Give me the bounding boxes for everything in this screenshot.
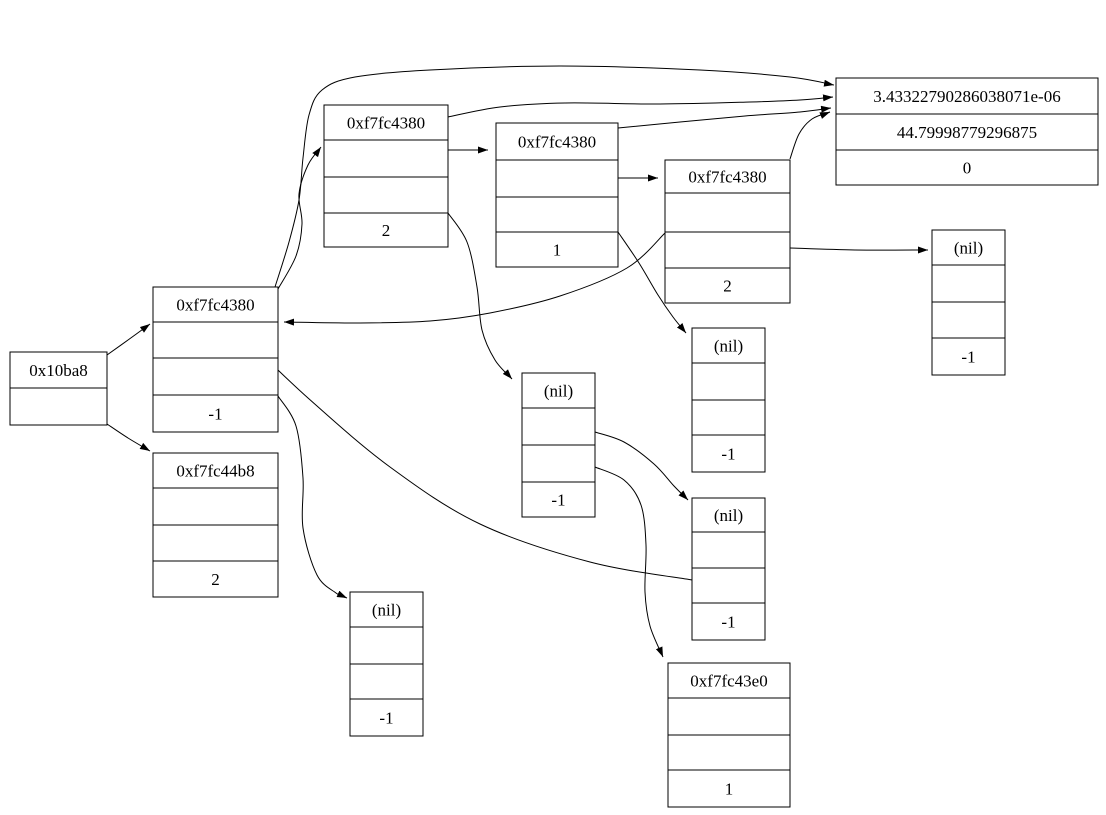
edge-n4380b-to-nfloat: [617, 105, 832, 129]
edge-nleft4380-to-nfloat: [274, 65, 835, 288]
node-niltr: (nil) -1: [931, 229, 1006, 376]
node-field-value: -1: [551, 491, 565, 510]
node-title: 3.43322790286038071e-06: [873, 87, 1060, 106]
node-nleft4380: 0xf7fc4380 -1: [152, 286, 279, 433]
node-field-value: 1: [553, 241, 562, 260]
node-field-value: -1: [208, 405, 222, 424]
node-nild: (nil) -1: [691, 497, 766, 641]
node-box: [835, 77, 1099, 186]
node-box: [691, 497, 766, 641]
edge-n4380c-to-nfloat: [789, 111, 831, 160]
node-title: 0xf7fc4380: [176, 296, 254, 315]
node-title: (nil): [372, 601, 401, 620]
node-title: 0x10ba8: [29, 361, 88, 380]
node-nilc: (nil) -1: [691, 327, 766, 473]
node-n4380a: 0xf7fc4380 2: [323, 104, 449, 248]
node-title: (nil): [714, 337, 743, 356]
node-title: 0xf7fc4380: [688, 168, 766, 187]
node-field-value: -1: [721, 445, 735, 464]
node-title: (nil): [714, 506, 743, 525]
edge-n10ba8-to-nleft4380: [106, 323, 151, 356]
node-field-value: 1: [725, 780, 734, 799]
node-n4380c: 0xf7fc4380 2: [664, 159, 791, 304]
node-nilmid: (nil) -1: [521, 372, 596, 518]
node-title: (nil): [954, 239, 983, 258]
node-field-value: -1: [961, 348, 975, 367]
node-box: [323, 104, 449, 248]
node-n4380b: 0xf7fc4380 1: [495, 122, 619, 268]
node-title: 0xf7fc4380: [347, 114, 425, 133]
node-field-value: 2: [211, 570, 220, 589]
node-box: [495, 122, 619, 268]
node-n43e0: 0xf7fc43e0 1: [667, 662, 791, 808]
edge-nleft4380-to-n4380a: [277, 146, 322, 290]
edge-n4380c-to-niltr: [789, 246, 929, 254]
edge-n4380a-to-nilmid: [447, 212, 513, 380]
edge-nilmid-to-nild: [594, 431, 689, 501]
node-nilbl: (nil) -1: [349, 591, 424, 737]
edge-n4380c-to-nleft4380: [283, 232, 666, 326]
node-field-value: -1: [721, 613, 735, 632]
node-title: 0xf7fc44b8: [176, 462, 254, 481]
node-nfloat: 3.43322790286038071e-06 44.79998779296875…: [835, 77, 1099, 186]
edge-n4380a-to-nfloat: [447, 94, 834, 118]
node-title: 0xf7fc4380: [518, 133, 596, 152]
node-title: (nil): [544, 382, 573, 401]
node-field-value: 2: [382, 221, 391, 240]
node-n44b8: 0xf7fc44b8 2: [152, 452, 279, 598]
node-title: 0xf7fc43e0: [690, 672, 767, 691]
edge-n4380b-to-nilc: [617, 231, 687, 334]
node-field-value: 0: [963, 159, 972, 178]
edge-nleft4380-to-nilbl: [277, 395, 348, 599]
edge-nild-to-nleft4380: [235, 330, 693, 581]
node-box: [152, 286, 279, 433]
edge-nilmid-to-n43e0: [594, 466, 664, 658]
edge-n10ba8-to-n44b8: [106, 423, 151, 452]
node-field-value: 2: [723, 277, 732, 296]
node-field-value: 44.79998779296875: [897, 123, 1037, 142]
node-n10ba8: 0x10ba8: [9, 351, 108, 426]
node-field-value: -1: [379, 709, 393, 728]
